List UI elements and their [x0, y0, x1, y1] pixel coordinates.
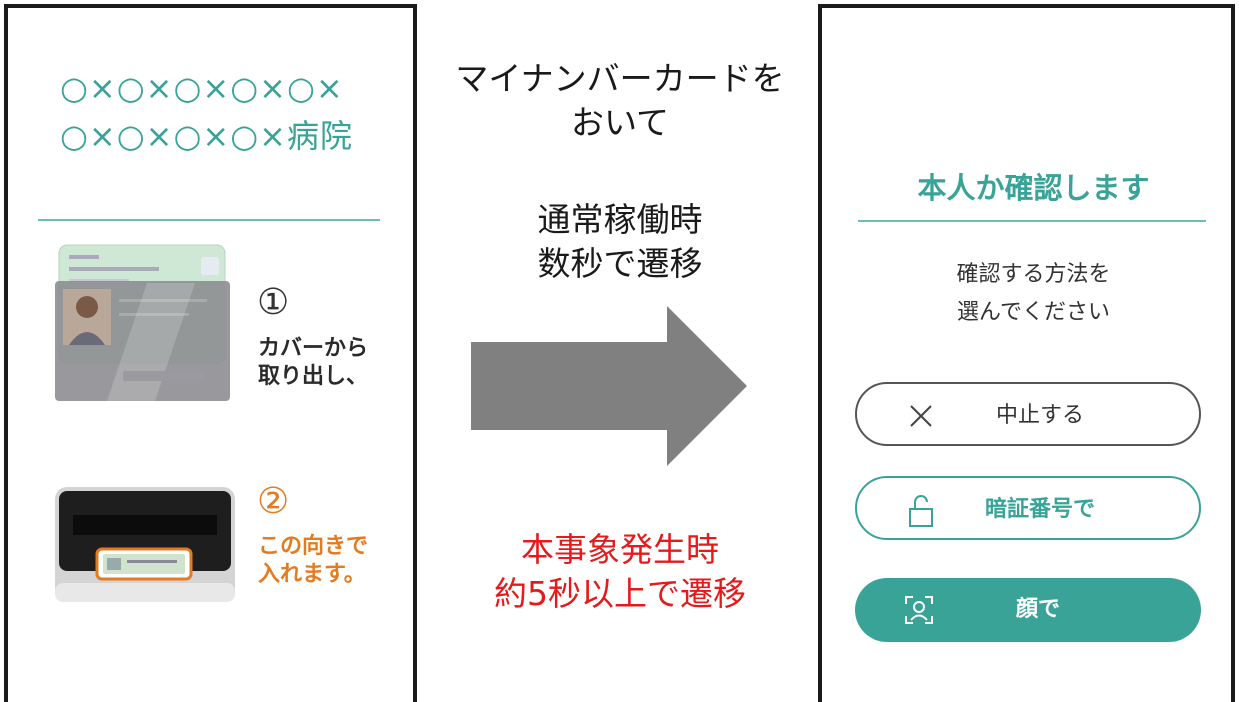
face-recognition-button-label: 顔で: [1015, 597, 1060, 622]
issue-occurrence-line2: 約5秒以上で遷移: [494, 574, 746, 613]
divider: [858, 220, 1206, 222]
step1-number: ①: [257, 282, 290, 323]
method-prompt-line2: 選んでください: [957, 300, 1110, 325]
card-reader-image: [55, 487, 235, 602]
issue-occurrence-line1: 本事象発生時: [521, 530, 719, 569]
face-recognition-button[interactable]: 顔で: [855, 578, 1201, 642]
card-in-sleeve-image: [55, 244, 230, 401]
page-title: 本人か確認します: [917, 171, 1150, 205]
method-prompt: 確認する方法を 選んでください: [860, 256, 1207, 332]
step1-line1: カバーから: [258, 336, 369, 361]
face-scan-icon: [905, 596, 933, 624]
hospital-name: ○×○×○×○×○× ○×○×○×○×病院: [60, 64, 353, 160]
issue-occurrence-note: 本事象発生時 約5秒以上で遷移: [424, 528, 816, 616]
pin-code-button[interactable]: 暗証番号で: [855, 476, 1201, 540]
cancel-button-label: 中止する: [995, 403, 1084, 428]
step2-line2: 入れます。: [258, 562, 366, 587]
step2-line1: この向きで: [258, 534, 369, 559]
lock-icon: [909, 495, 933, 527]
place-card-caption-line2: おいて: [570, 103, 669, 142]
cancel-button[interactable]: 中止する: [855, 382, 1201, 446]
step2-instruction: この向きで 入れます。: [258, 533, 368, 589]
hospital-name-line1: ○×○×○×○×○×: [60, 69, 344, 107]
transition-arrow-icon: [471, 306, 747, 466]
close-icon: [910, 405, 932, 427]
divider: [38, 219, 380, 221]
normal-operation-note: 通常稼働時 数秒で遷移: [424, 198, 816, 286]
normal-operation-line1: 通常稼働時: [537, 200, 703, 239]
place-card-caption: マイナンバーカードを おいて: [424, 57, 816, 145]
step1-line2: 取り出し、: [258, 364, 369, 389]
step1-instruction: カバーから 取り出し、: [258, 335, 368, 391]
step2-number: ②: [257, 481, 290, 522]
pin-code-button-label: 暗証番号で: [984, 497, 1095, 522]
place-card-caption-line1: マイナンバーカードを: [455, 59, 785, 98]
hospital-name-line2: ○×○×○×○×病院: [60, 117, 353, 155]
normal-operation-line2: 数秒で遷移: [537, 244, 703, 283]
method-prompt-line1: 確認する方法を: [956, 262, 1111, 287]
